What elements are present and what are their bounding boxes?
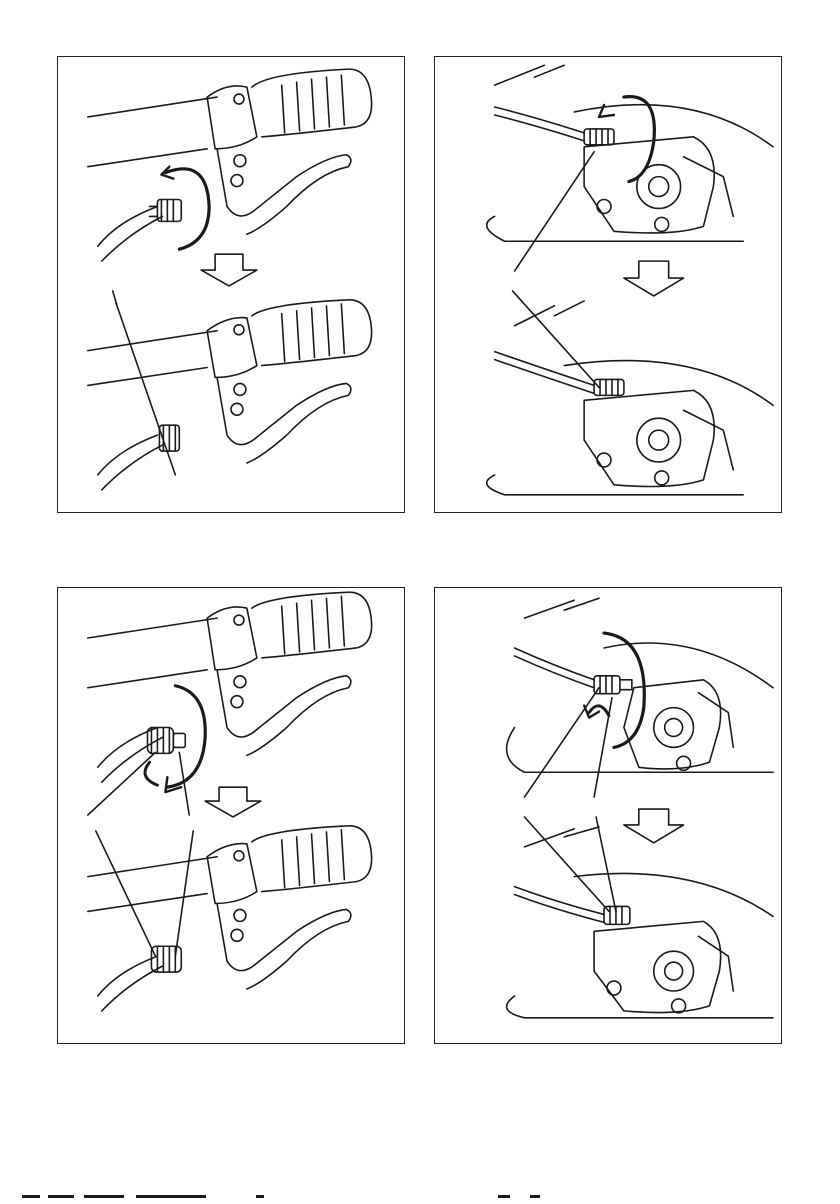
panel-lever-lock-bottom xyxy=(57,587,405,1044)
panel-caliper-adjust-top xyxy=(434,56,782,513)
bottom-scan-artifact xyxy=(0,1186,840,1192)
caliper-illustration xyxy=(435,57,781,512)
panel-caliper-lock-bottom xyxy=(434,587,782,1044)
lever-lock-illustration xyxy=(58,588,404,1043)
panel-lever-adjust-top xyxy=(57,56,405,513)
caliper-lock-illustration xyxy=(435,588,781,1043)
lever-illustration xyxy=(58,57,404,512)
